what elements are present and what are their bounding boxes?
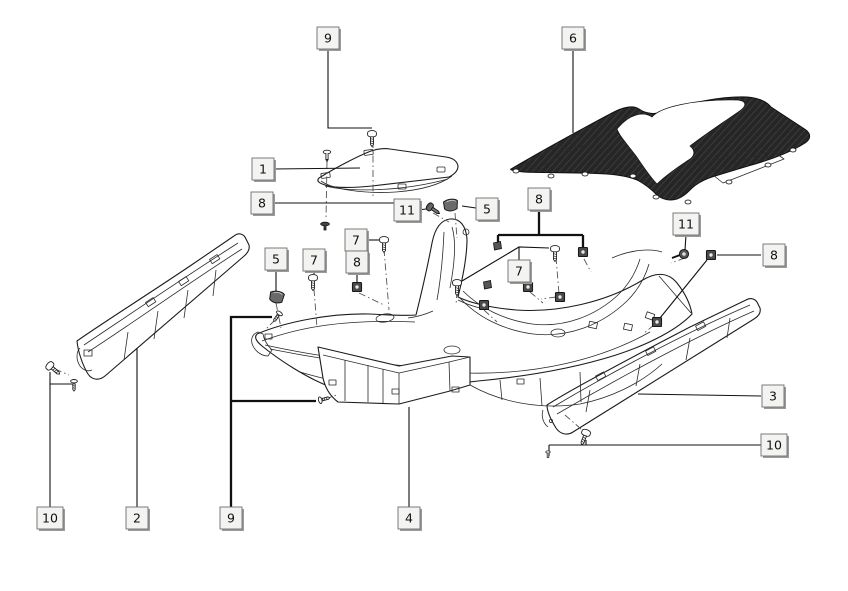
mat-window	[698, 145, 771, 173]
panel-tab	[516, 378, 525, 385]
lid-screw-hole	[320, 172, 331, 179]
panel-tab	[264, 333, 273, 340]
panel-tab	[391, 388, 400, 395]
mat-center-window	[616, 99, 746, 185]
callout-7: 7	[302, 248, 327, 273]
clip-8	[483, 280, 492, 290]
svg-text:8: 8	[535, 192, 543, 207]
callout-4: 4	[397, 506, 422, 531]
screw-7	[379, 236, 389, 253]
svg-text:8: 8	[258, 196, 266, 211]
mat-window	[566, 123, 611, 149]
cover-clip-tab	[595, 371, 607, 381]
svg-text:2: 2	[133, 511, 141, 526]
callout-5: 5	[264, 247, 289, 272]
svg-text:9: 9	[324, 31, 332, 46]
screw-9	[270, 309, 284, 324]
callout-5: 5	[475, 197, 500, 222]
screw-7	[550, 245, 560, 262]
callout-8: 8	[250, 191, 275, 216]
svg-text:7: 7	[310, 253, 318, 268]
cover-clip-tab	[695, 321, 707, 331]
svg-text:10: 10	[766, 438, 782, 453]
lid-tab	[436, 166, 446, 173]
svg-text:10: 10	[42, 511, 58, 526]
mat-feet	[512, 147, 797, 205]
cover-clip-tab	[209, 254, 221, 265]
clip-8	[493, 241, 502, 251]
rivet-9	[322, 149, 332, 163]
svg-text:8: 8	[770, 248, 778, 263]
svg-text:1: 1	[259, 162, 267, 177]
cover-screw-hole	[549, 418, 554, 423]
callout-6: 6	[561, 26, 586, 51]
clip-nut-8	[577, 246, 589, 258]
svg-text:11: 11	[399, 203, 415, 218]
panel-tab	[623, 322, 633, 332]
nut-11	[671, 248, 690, 260]
panel-hole	[550, 328, 566, 338]
cover-mount-hole	[83, 349, 93, 357]
screw-7	[308, 274, 318, 291]
callout-11: 11	[672, 212, 701, 237]
callout-8: 8	[762, 243, 787, 268]
svg-text:3: 3	[769, 389, 777, 404]
clip-nut-8	[705, 249, 717, 261]
cover-clip-tab	[645, 346, 657, 356]
callout-11: 11	[393, 198, 422, 223]
svg-text:9: 9	[227, 511, 235, 526]
svg-text:5: 5	[272, 252, 280, 267]
screw-10	[44, 359, 63, 378]
part-floor-panel	[251, 218, 693, 407]
callout-8: 8	[527, 187, 552, 212]
grommet-8	[320, 221, 330, 231]
svg-text:6: 6	[569, 31, 577, 46]
svg-text:4: 4	[405, 511, 413, 526]
clip-5	[268, 289, 286, 305]
screw-10	[70, 379, 78, 392]
part-left-side-cover	[76, 233, 250, 380]
callout-7: 7	[344, 228, 369, 253]
screw-10	[577, 427, 592, 447]
panel-hole	[375, 313, 395, 323]
svg-text:7: 7	[515, 264, 523, 279]
callouts: 9 6 1 8 11 5 8 7 5 7 8 7 11 8 3 10 10 2 9 4	[36, 26, 789, 531]
lid-tab	[397, 183, 407, 190]
mat-window	[712, 153, 785, 184]
part-inspection-lid	[317, 148, 459, 193]
clip-nut-8	[651, 316, 663, 328]
callout-2: 2	[125, 506, 150, 531]
svg-text:5: 5	[483, 202, 491, 217]
screw-11	[424, 201, 443, 218]
callout-9: 9	[219, 506, 244, 531]
callout-3: 3	[761, 384, 786, 409]
callout-8: 8	[345, 250, 370, 275]
apron-boss	[462, 228, 470, 236]
callout-10: 10	[760, 433, 789, 458]
mat-window	[524, 144, 572, 170]
panel-hole	[443, 345, 461, 355]
screw-9	[317, 393, 332, 405]
screw-9	[367, 130, 377, 147]
svg-text:8: 8	[353, 255, 361, 270]
svg-text:11: 11	[678, 217, 694, 232]
callout-9: 9	[316, 26, 341, 51]
cover-clip-tab	[145, 297, 157, 308]
part-right-side-cover	[541, 298, 761, 435]
cover-clip-tab	[178, 276, 190, 287]
panel-tab	[588, 320, 598, 330]
clip-5	[442, 197, 460, 213]
panel-tab	[328, 379, 337, 386]
clip-nut-8	[351, 281, 363, 293]
clip-nut-8	[554, 291, 566, 303]
clip-nut-8	[478, 299, 490, 311]
callout-10: 10	[36, 506, 65, 531]
callout-1: 1	[251, 157, 276, 182]
part-floor-mat	[510, 96, 811, 205]
svg-text:7: 7	[352, 233, 360, 248]
panel-tab	[451, 386, 460, 393]
callout-7: 7	[507, 259, 532, 284]
